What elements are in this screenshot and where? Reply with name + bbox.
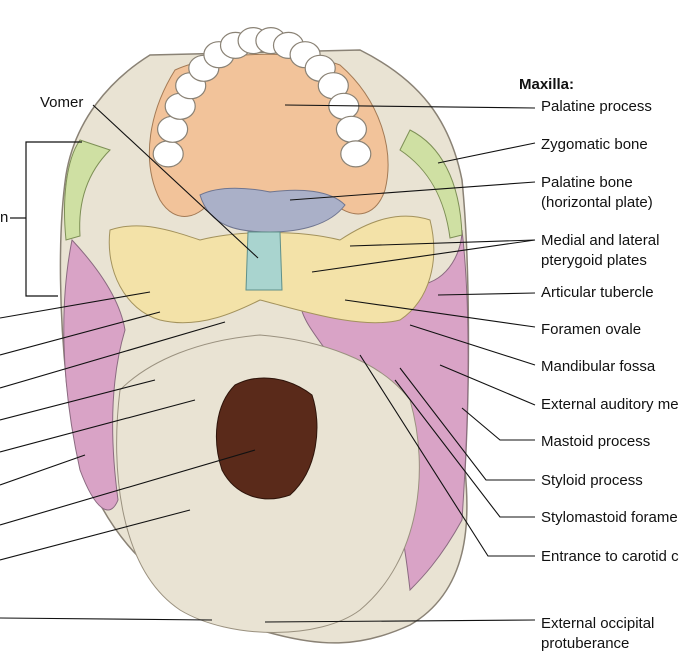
tooth xyxy=(340,140,372,168)
leader-left-8 xyxy=(0,509,191,561)
leader-left-4 xyxy=(0,379,156,421)
leader-left-9 xyxy=(0,617,213,621)
foramen-magnum xyxy=(215,377,318,500)
label-pterygoid: Medial and lateral xyxy=(541,232,660,249)
tooth xyxy=(157,115,189,143)
leader-pterygoid-a xyxy=(349,239,536,247)
label-stylomastoid: Stylomastoid forame xyxy=(541,509,678,526)
vomer-bone xyxy=(245,231,283,291)
temporal-bone-left xyxy=(63,238,126,511)
label-zygomatic-bone: Zygomatic bone xyxy=(541,136,648,153)
label-articular-tubercle: Articular tubercle xyxy=(541,284,654,301)
label-palatine-process: Palatine process xyxy=(541,98,652,115)
leader-zygomatic xyxy=(437,142,536,164)
teeth-row xyxy=(152,26,372,168)
leader-styloid xyxy=(399,367,535,481)
label-mandibular-fossa: Mandibular fossa xyxy=(541,358,656,375)
label-mastoid-process: Mastoid process xyxy=(541,433,651,450)
tooth xyxy=(335,115,367,143)
leader-stylomastoid xyxy=(394,379,535,518)
label-palatine-bone-sub: (horizontal plate) xyxy=(541,194,653,211)
label-vomer: Vomer xyxy=(40,94,84,111)
label-carotid: Entrance to carotid c xyxy=(541,548,679,565)
label-palatine-bone: Palatine bone xyxy=(541,174,633,191)
label-occipital: External occipital xyxy=(541,615,655,632)
label-external-auditory: External auditory me xyxy=(541,396,679,413)
zygomatic-bone-right xyxy=(399,129,463,239)
leader-mandibular xyxy=(409,324,536,366)
label-maxilla-heading: Maxilla: xyxy=(519,76,575,93)
leader-left-1 xyxy=(0,291,151,319)
label-foramen-ovale: Foramen ovale xyxy=(541,321,642,338)
label-pterygoid-sub: pterygoid plates xyxy=(541,252,647,269)
leader-left-3 xyxy=(0,321,226,389)
leader-carotid xyxy=(359,354,535,557)
leader-occipital xyxy=(264,619,536,623)
palatine-bone xyxy=(199,187,346,233)
leader-left-7 xyxy=(0,449,256,526)
leader-mastoid xyxy=(461,407,535,441)
leader-left-5 xyxy=(0,399,196,453)
leader-vomer xyxy=(92,104,259,259)
leader-auditory xyxy=(439,364,536,406)
leader-articular xyxy=(437,292,536,296)
leader-left-6 xyxy=(0,454,86,486)
leader-ovale xyxy=(344,299,536,328)
zygomatic-bone-left xyxy=(64,139,111,241)
bracket-left xyxy=(25,141,82,297)
leader-pterygoid-b xyxy=(311,239,536,273)
label-styloid-process: Styloid process xyxy=(541,472,643,489)
leader-palatine-bone xyxy=(289,181,536,201)
label-occipital-sub: protuberance xyxy=(541,635,630,652)
tooth xyxy=(152,140,184,168)
label-left-fragment: n xyxy=(0,209,9,226)
leader-palatine-process xyxy=(284,104,536,109)
leader-left-2 xyxy=(0,311,161,356)
